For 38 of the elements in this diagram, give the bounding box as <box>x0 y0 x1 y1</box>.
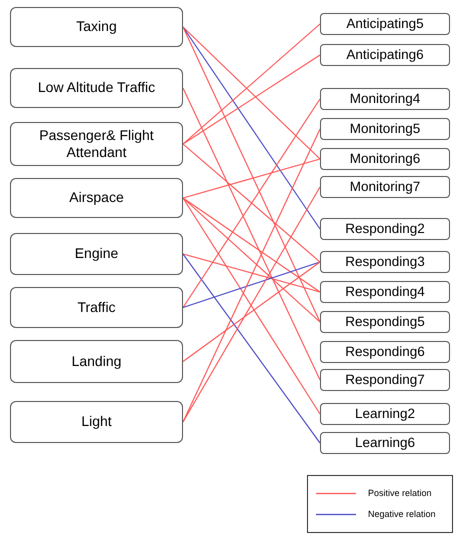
label-box: Low Altitude Traffic <box>10 68 183 108</box>
label-box: Learning6 <box>320 432 450 454</box>
connector-line <box>182 26 320 322</box>
label-box: Light <box>10 401 183 443</box>
label-box: Responding6 <box>320 341 450 363</box>
connector-line <box>182 98 320 308</box>
label-box: Anticipating5 <box>320 13 450 35</box>
label-box: Taxing <box>10 7 183 47</box>
label-box: Traffic <box>10 287 183 328</box>
label-box: Learning2 <box>320 403 450 425</box>
connector-line <box>182 128 320 422</box>
connector-line <box>182 198 320 322</box>
label-box: Anticipating6 <box>320 44 450 66</box>
connector-line <box>182 158 320 199</box>
legend-text: Negative relation <box>368 508 436 521</box>
connector-line <box>182 26 320 230</box>
connector-line <box>182 261 320 308</box>
connector-line <box>182 54 320 144</box>
label-box: Responding2 <box>320 218 450 240</box>
label-box: Monitoring4 <box>320 88 450 110</box>
connector-line <box>182 198 320 292</box>
label-box: Airspace <box>10 178 183 218</box>
connector-line <box>182 253 320 293</box>
connector-line <box>182 254 320 444</box>
label-box: Responding7 <box>320 369 450 391</box>
label-box: Landing <box>10 340 183 383</box>
label-box: Responding3 <box>320 251 450 273</box>
legend-text: Positive relation <box>368 486 432 500</box>
label-box: Monitoring6 <box>320 148 450 170</box>
connector-line <box>182 144 320 262</box>
label-box: Responding5 <box>320 311 450 333</box>
connector-line <box>182 262 320 362</box>
label-box: Engine <box>10 233 183 275</box>
connector-line <box>182 88 320 380</box>
label-box: Monitoring7 <box>320 176 450 198</box>
label-box: Passenger& Flight Attendant <box>10 122 183 166</box>
label-box: Responding4 <box>320 281 450 303</box>
label-box: Monitoring5 <box>320 118 450 140</box>
